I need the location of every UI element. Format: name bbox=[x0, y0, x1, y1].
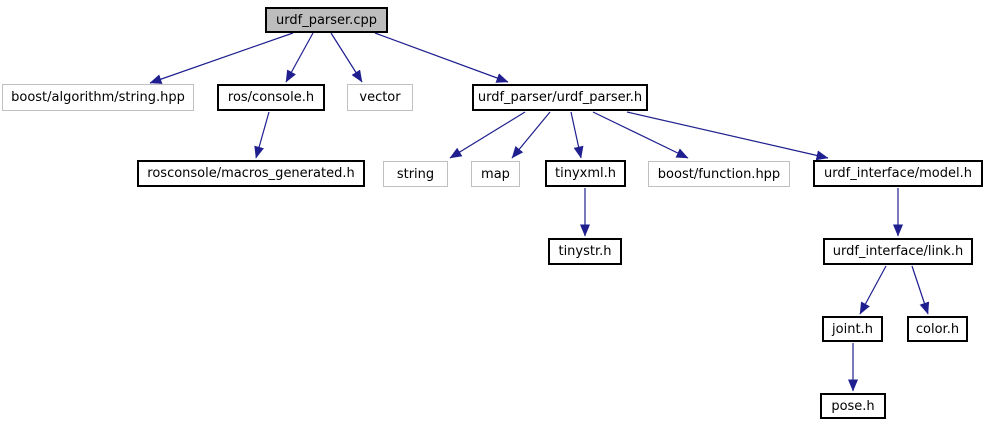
node-urdf-parser-urdf-parser-h[interactable]: urdf_parser/urdf_parser.h bbox=[472, 84, 648, 111]
edge-link-to-color bbox=[911, 265, 930, 315]
node-urdf-interface-link-h[interactable]: urdf_interface/link.h bbox=[823, 238, 973, 265]
node-tinystr-h[interactable]: tinystr.h bbox=[548, 238, 622, 265]
node-vector: vector bbox=[347, 84, 413, 111]
edge-link-to-joint bbox=[859, 265, 887, 315]
node-string: string bbox=[383, 161, 448, 187]
edge-urdf-parser-h-to-model bbox=[626, 111, 829, 161]
node-boost-function-hpp: boost/function.hpp bbox=[648, 161, 790, 187]
node-urdf-interface-model-h[interactable]: urdf_interface/model.h bbox=[813, 160, 983, 187]
edge-urdf-parser-h-to-map bbox=[511, 111, 551, 159]
node-pose-h[interactable]: pose.h bbox=[820, 393, 886, 419]
node-rosconsole-macros-generated-h[interactable]: rosconsole/macros_generated.h bbox=[137, 160, 365, 187]
edge-root-to-ros-console bbox=[285, 32, 314, 83]
node-joint-h[interactable]: joint.h bbox=[822, 316, 883, 342]
edge-root-to-boost-algorithm-string bbox=[149, 32, 294, 84]
edge-urdf-parser-h-to-tinyxml bbox=[570, 111, 584, 159]
node-ros-console-h[interactable]: ros/console.h bbox=[217, 84, 325, 111]
node-color-h[interactable]: color.h bbox=[907, 316, 968, 342]
edge-root-to-urdf-parser-h bbox=[374, 32, 509, 83]
node-tinyxml-h[interactable]: tinyxml.h bbox=[545, 160, 626, 187]
edge-root-to-vector bbox=[330, 32, 363, 83]
node-map: map bbox=[471, 161, 520, 187]
edge-urdf-parser-h-to-string bbox=[449, 111, 526, 159]
edge-ros-console-to-rosconsole-macros bbox=[254, 111, 270, 159]
edge-urdf-parser-h-to-boost-function bbox=[592, 111, 689, 159]
node-boost-algorithm-string-hpp: boost/algorithm/string.hpp bbox=[2, 84, 194, 111]
node-urdf-parser-cpp: urdf_parser.cpp bbox=[265, 7, 388, 33]
